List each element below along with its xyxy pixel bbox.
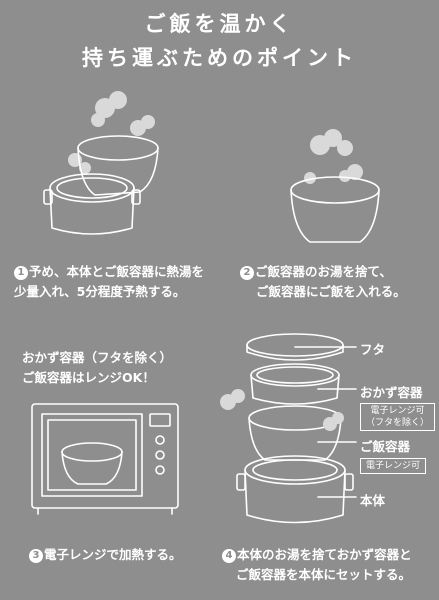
note-line: おかず容器（フタを除く） [22, 350, 173, 365]
step-text: ご飯容器にご飯を入れる。 [256, 284, 406, 299]
side-dish-note: 電子レンジ可 （フタを除く） [360, 403, 436, 431]
step2-illustration [290, 129, 380, 243]
note-line: ご飯容器はレンジOK！ [22, 370, 155, 385]
step-number: 1 [14, 266, 28, 280]
steam-icon [304, 129, 363, 184]
rice-note: 電子レンジ可 [360, 458, 427, 474]
microwave-note: おかず容器（フタを除く） ご飯容器はレンジOK！ [22, 348, 172, 388]
rice-label: ご飯容器 [360, 439, 411, 454]
step-text: 電子レンジで加熱する。 [44, 547, 182, 562]
lid-label: フタ [360, 342, 386, 357]
step-number: 3 [29, 549, 43, 563]
step-number: 2 [240, 266, 254, 280]
stack-illustration [220, 333, 357, 524]
step-text: ご飯容器のお湯を捨て、 [255, 264, 392, 279]
step-text: 少量入れ、5分程度予熱する。 [14, 284, 186, 299]
page-title-line2: 持ち運ぶためのポイント [82, 46, 357, 70]
step1-illustration [43, 91, 159, 235]
side-dish-label: おかず容器 [360, 385, 423, 400]
steam-icon [220, 389, 344, 431]
step-text: ご飯容器を本体にセットする。 [236, 567, 412, 582]
step-number: 4 [222, 549, 236, 563]
page-title-line1: ご飯を温かく [144, 12, 295, 36]
body-label: 本体 [360, 493, 386, 508]
step-text: 予め、本体とご飯容器に熱湯を [29, 264, 205, 279]
microwave-illustration [31, 403, 179, 515]
steam-icon [68, 91, 155, 174]
step-text: 本体のお湯を捨ておかず容器と [237, 547, 412, 562]
